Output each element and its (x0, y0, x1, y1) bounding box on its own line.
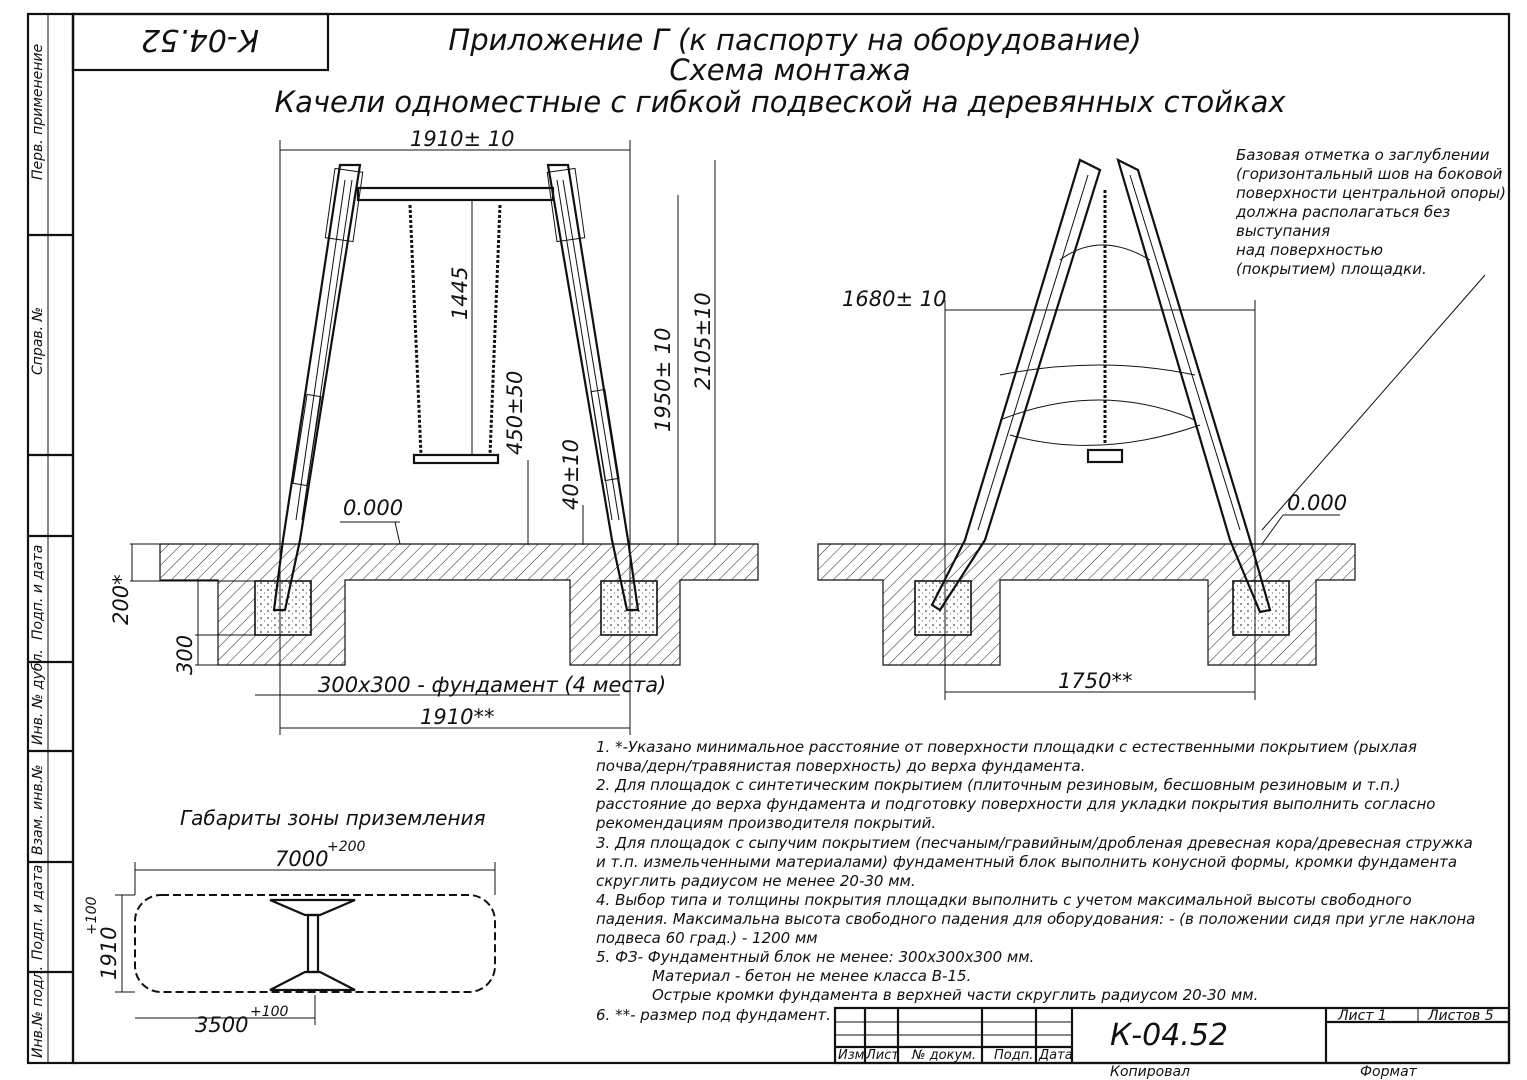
front-crossbeam (356, 186, 555, 202)
note-line: 6. **- размер под фундамент. (596, 1006, 831, 1024)
front-view: 1910± 10 1445 450±50 40±10 1950± 10 2105… (109, 127, 759, 735)
front-foundation-right (600, 580, 658, 636)
note-line: подвеса 60 град.) - 1200 мм (596, 929, 818, 947)
front-beam-height: 1950± 10 (651, 328, 675, 432)
vzam-inv-label: Взам. инв.№ (30, 764, 46, 855)
note-line: 2. Для площадок с синтетическим покрытие… (596, 776, 1401, 794)
note-line: 1. *-Указано минимальное расстояние от п… (596, 738, 1417, 756)
front-chain-right (488, 204, 502, 456)
zone-title: Габариты зоны приземления (180, 806, 486, 830)
note-line: 5. ФЗ- Фундаментный блок не менее: 300х3… (596, 948, 1034, 966)
zone-width: 1910 (97, 927, 121, 980)
front-chain-left (408, 204, 423, 456)
side-note-line: (покрытием) площадки. (1236, 260, 1427, 278)
title-line-1: Приложение Г (к паспорту на оборудование… (448, 23, 1141, 57)
side-note: Базовая отметка о заглублении (горизонта… (1235, 146, 1506, 278)
note-line: и т.п. измельченными материалами) фундам… (596, 853, 1457, 871)
note-line: скруглить радиусом не менее 20-30 мм. (596, 872, 916, 890)
zone-half: 3500 (195, 1013, 248, 1037)
tb-format: Формат (1360, 1064, 1418, 1080)
front-ground (159, 543, 759, 666)
front-depth-200: 200* (109, 574, 133, 625)
podp-data-label-2: Подп. и дата (30, 865, 46, 960)
side-seat (1086, 448, 1124, 464)
tb-code: К-04.52 (1110, 1018, 1228, 1053)
front-width-top: 1910± 10 (410, 127, 514, 151)
tb-doc: № докум. (911, 1048, 976, 1063)
note-line: почва/дерн/травянистая поверхность) до в… (596, 757, 1086, 775)
sprav-label: Справ. № (30, 307, 46, 375)
note-line: Острые кромки фундамента в верхней части… (652, 986, 1258, 1004)
front-foundation-label: 300x300 - фундамент (4 места) (318, 673, 666, 697)
side-width-bottom: 1750** (1058, 669, 1132, 693)
note-line: 3. Для площадок с сыпучим покрытием (пес… (596, 834, 1473, 852)
front-depth-300: 300 (173, 635, 197, 675)
podp-data-label-1: Подп. и дата (30, 545, 46, 640)
front-width-bottom: 1910** (420, 705, 494, 729)
top-stamp-code: К-04.52 (141, 22, 259, 57)
note-line: расстояние до верха фундамента и подгото… (595, 795, 1435, 813)
side-note-line: над поверхностью (1236, 241, 1383, 259)
side-leg-right (1116, 157, 1272, 614)
tb-izm: Изм (838, 1048, 865, 1063)
tb-podp: Подп. (994, 1048, 1033, 1063)
front-leg-right (546, 163, 640, 612)
note-line: падения. Максимальна высота свободного п… (596, 910, 1475, 928)
front-seat-height: 450±50 (503, 371, 527, 455)
side-width-top: 1680± 10 (842, 287, 946, 311)
landing-zone: Габариты зоны приземления 7000 +200 1910… (84, 806, 496, 1037)
side-note-line: Базовая отметка о заглублении (1236, 146, 1490, 164)
zone-frame-bottom (269, 970, 356, 992)
tb-kopiroval: Копировал (1110, 1064, 1190, 1080)
note-line: рекомендациям производителя покрытий. (595, 814, 936, 832)
zone-outline (134, 894, 496, 993)
front-chain-length: 1445 (448, 267, 472, 320)
side-note-line: выступания (1236, 222, 1330, 240)
inv-dubl-label: Инв. № дубл. (30, 649, 46, 745)
side-labels: Перв. применение Справ. № Подп. и дата И… (30, 44, 46, 1058)
tb-list-col: Лист (865, 1048, 899, 1063)
side-note-line: (горизонтальный шов на боковой (1236, 165, 1503, 183)
front-foundation-left (254, 580, 312, 636)
top-stamp-box (71, 12, 330, 72)
zone-frame-top (269, 898, 356, 917)
zone-crossbeam (306, 913, 320, 974)
note-line: Материал - бетон не менее класса В-15. (652, 967, 971, 985)
side-view: 1680± 10 1750** 0.000 Базовая отметка о … (817, 146, 1506, 700)
tb-listov: Листов 5 (1427, 1008, 1494, 1024)
tb-list: Лист 1 (1337, 1008, 1387, 1024)
zone-length: 7000 (275, 847, 328, 871)
inv-podl-label: Инв.№ подл. (30, 966, 46, 1058)
side-note-line: должна располагаться без (1235, 203, 1450, 221)
title-line-2: Схема монтажа (669, 53, 910, 87)
front-ground-gap: 40±10 (559, 439, 583, 510)
front-leg-left (272, 163, 362, 612)
zone-half-tol: +100 (250, 1004, 289, 1020)
zone-width-tol: +100 (84, 896, 100, 935)
notes: 1. *-Указано минимальное расстояние от п… (595, 738, 1475, 1024)
title-block: Изм Лист № докум. Подп. Дата К-04.52 Лис… (833, 1006, 1511, 1080)
side-foundation-left (914, 580, 972, 636)
side-strip (26, 12, 75, 1065)
front-zero-mark: 0.000 (343, 496, 403, 520)
side-note-line: поверхности центральной опоры) (1236, 184, 1506, 202)
front-seat (412, 453, 500, 465)
front-total-height: 2105±10 (691, 292, 715, 390)
side-zero-mark: 0.000 (1287, 491, 1347, 515)
side-foundation-right (1232, 580, 1290, 636)
title-line-3: Качели одноместные с гибкой подвеской на… (274, 85, 1286, 119)
side-leg-left (930, 158, 1102, 612)
note-line: 4. Выбор типа и толщины покрытия площадк… (596, 891, 1412, 909)
zone-length-tol: +200 (327, 839, 366, 855)
tb-data: Дата (1038, 1048, 1073, 1063)
perv-primenenie-label: Перв. применение (30, 44, 46, 180)
